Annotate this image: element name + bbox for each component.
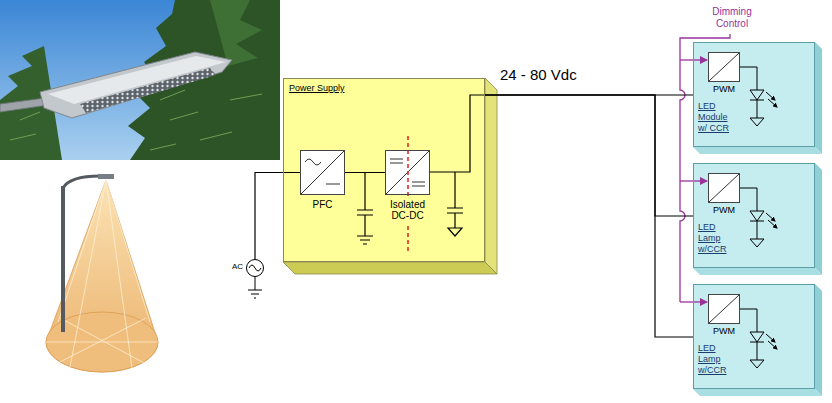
led-lamp-box: LED Lamp w/CCR PWM bbox=[693, 284, 815, 389]
led-array bbox=[80, 68, 216, 113]
voltage-label: 24 - 80 Vdc bbox=[500, 66, 577, 84]
led-lamp-box-text: LED Lamp w/CCR bbox=[698, 222, 735, 255]
pwm-block-text: PWM bbox=[708, 84, 740, 95]
led-module-box: LED Module w/ CCR PWM bbox=[693, 42, 815, 147]
ac-symbol bbox=[248, 265, 262, 298]
cone-grid bbox=[46, 180, 158, 368]
wire-connector bbox=[255, 173, 300, 260]
pine-branch bbox=[210, 0, 262, 66]
wire-connector bbox=[345, 172, 385, 173]
led-lamp-box: LED Lamp w/CCR PWM bbox=[693, 163, 815, 268]
pwm-block: PWM bbox=[708, 173, 740, 203]
pwm-block: PWM bbox=[708, 52, 740, 82]
pole-lamp bbox=[98, 174, 114, 179]
isolated-dcdc-block-text: Isolated DC-DC bbox=[381, 199, 434, 221]
wire-connector bbox=[485, 95, 693, 337]
led-module-graphic bbox=[693, 42, 822, 154]
ac-source-text: AC bbox=[225, 262, 243, 272]
isolation-barrier bbox=[407, 136, 409, 254]
lamp-housing bbox=[40, 52, 232, 118]
pfc-block: PFC bbox=[300, 150, 345, 195]
power-supply-housing bbox=[283, 78, 497, 274]
pfc-block-text: PFC bbox=[300, 199, 345, 211]
street-light-photo bbox=[0, 0, 280, 160]
power-supply-box-text: Power Supply bbox=[289, 82, 489, 94]
led-lamp-graphic bbox=[693, 163, 822, 275]
led-lamp-box-text: LED Lamp w/CCR bbox=[698, 343, 735, 376]
sky bbox=[0, 0, 280, 160]
pole-arm bbox=[63, 176, 100, 188]
led-module-box-text: LED Module w/ CCR bbox=[698, 101, 735, 134]
power-supply-wiring bbox=[357, 95, 485, 244]
pfc-symbol bbox=[300, 150, 345, 195]
voltage-label-holder: 24 - 80 Vdc bbox=[500, 66, 577, 84]
dimming-control-label-holder: Dimming Control bbox=[706, 6, 758, 30]
pwm-block: PWM bbox=[708, 294, 740, 324]
pwm-block-text: PWM bbox=[708, 326, 740, 337]
ac-source: AC bbox=[246, 259, 264, 277]
led-lamp-graphic bbox=[693, 284, 822, 396]
dimming-control-label: Dimming Control bbox=[706, 6, 758, 30]
pole-light-cone bbox=[46, 174, 158, 372]
pwm-block-text: PWM bbox=[708, 205, 740, 216]
dimming-wires bbox=[680, 34, 730, 302]
isolated-dcdc-block: Isolated DC-DC bbox=[385, 150, 430, 195]
power-supply-box: Power SupplyPFCIsolated DC-DC bbox=[283, 78, 485, 262]
pole bbox=[61, 186, 65, 332]
wire-connector bbox=[485, 95, 693, 216]
light-cone bbox=[46, 180, 158, 372]
